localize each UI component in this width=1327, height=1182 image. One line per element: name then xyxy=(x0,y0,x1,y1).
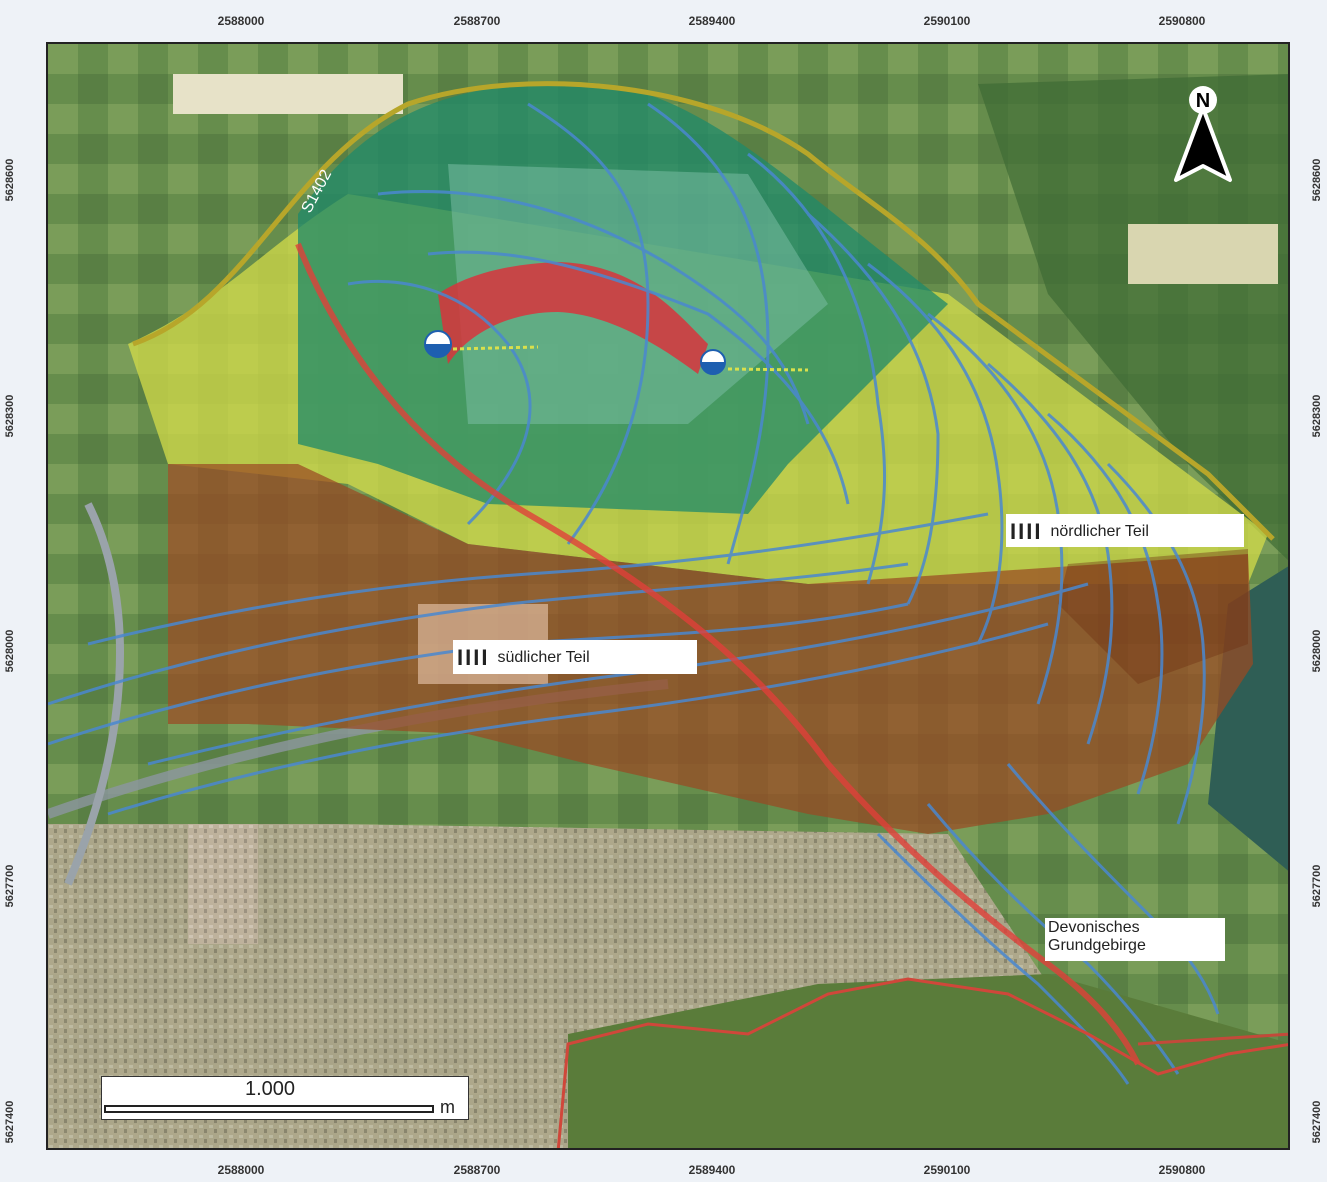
northing-tick-right-5: 5627400 xyxy=(1311,1100,1323,1144)
hatch-symbol-south: IIII xyxy=(457,645,490,670)
label-devonian-line2: Grundgebirge xyxy=(1048,937,1146,954)
label-south-part: IIII südlicher Teil xyxy=(453,640,697,674)
scale-unit: m xyxy=(440,1097,455,1117)
easting-tick-bottom-3: 2589400 xyxy=(688,1163,736,1177)
easting-tick-top-5: 2590800 xyxy=(1158,14,1206,28)
northing-tick-right-3: 5628000 xyxy=(1311,629,1323,673)
easting-tick-top-1: 2588000 xyxy=(217,14,265,28)
brown-zone xyxy=(168,464,1253,834)
northing-tick-left-1: 5628600 xyxy=(4,158,16,202)
brown-zone-dark xyxy=(1058,549,1248,684)
easting-tick-bottom-1: 2588000 xyxy=(217,1163,265,1177)
flow-lines xyxy=(48,102,1220,1085)
zone-boundary-north xyxy=(132,81,1275,541)
northing-tick-right-1: 5628600 xyxy=(1311,158,1323,202)
scale-bar xyxy=(104,1105,434,1113)
scale-value: 1.000 xyxy=(244,1078,296,1100)
well-east[interactable] xyxy=(700,349,809,375)
easting-tick-bottom-5: 2590800 xyxy=(1158,1163,1206,1177)
hatch-symbol-north: IIII xyxy=(1010,519,1043,544)
well-west[interactable] xyxy=(424,330,539,358)
label-north-text: nördlicher Teil xyxy=(1050,523,1149,541)
label-devonian-line1: Devonisches xyxy=(1048,919,1140,936)
label-north-part: IIII nördlicher Teil xyxy=(1006,514,1244,547)
map-frame[interactable]: S1402 xyxy=(46,42,1290,1150)
highway-west xyxy=(64,502,125,886)
basement-boundary-east xyxy=(1137,1032,1288,1046)
scale-bar-box: 1.000 m xyxy=(101,1076,469,1120)
north-arrow-label: N xyxy=(1196,90,1210,112)
label-south-text: südlicher Teil xyxy=(497,649,590,667)
easting-tick-top-4: 2590100 xyxy=(923,14,971,28)
basement-boundary xyxy=(556,977,1288,1148)
easting-tick-bottom-2: 2588700 xyxy=(453,1163,501,1177)
northing-tick-left-4: 5627700 xyxy=(4,864,16,908)
map-canvas[interactable]: S1402 xyxy=(48,44,1290,1150)
easting-tick-bottom-4: 2590100 xyxy=(923,1163,971,1177)
easting-tick-top-3: 2589400 xyxy=(688,14,736,28)
easting-tick-top-2: 2588700 xyxy=(453,14,501,28)
field-north-west xyxy=(173,74,403,114)
north-arrow-icon: N xyxy=(1174,86,1232,182)
northing-tick-left-2: 5628300 xyxy=(4,394,16,438)
forest-north-east xyxy=(978,74,1288,561)
northing-tick-left-5: 5627400 xyxy=(4,1100,16,1144)
label-devonian-basement: Devonisches Grundgebirge xyxy=(1045,918,1225,961)
field-north-east xyxy=(1128,224,1278,284)
northing-tick-right-4: 5627700 xyxy=(1311,864,1323,908)
northing-tick-left-3: 5628000 xyxy=(4,629,16,673)
northing-tick-right-2: 5628300 xyxy=(1311,394,1323,438)
fault-line xyxy=(295,242,1141,1066)
